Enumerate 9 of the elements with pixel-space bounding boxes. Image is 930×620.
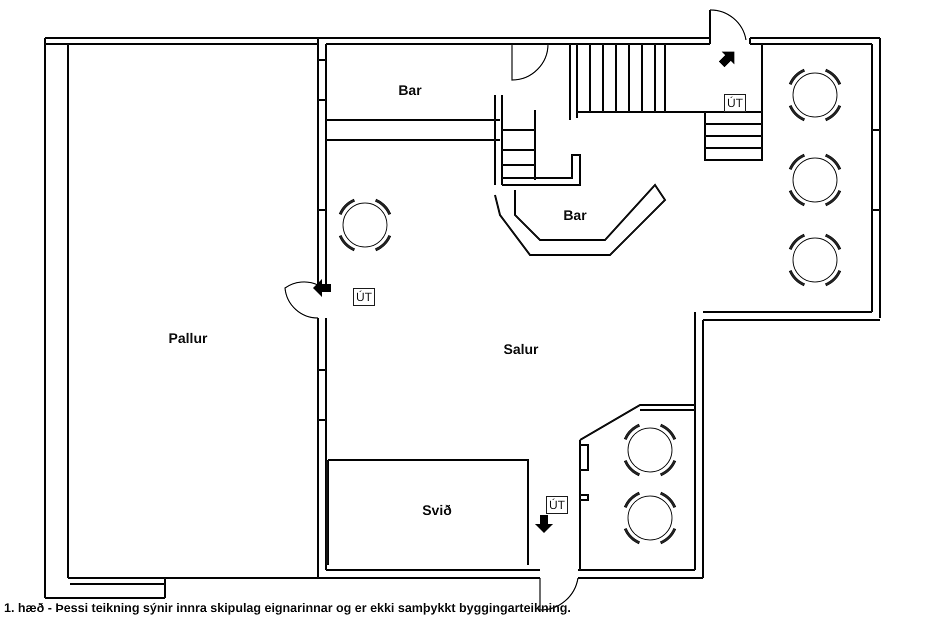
caption: 1. hæð - Þessi teikning sýnir innra skipulag eignarinnar og er ekki samþykkt byggingarteikning.	[4, 601, 571, 615]
room-label: Svið	[422, 502, 452, 518]
room-label: Salur	[504, 341, 538, 357]
room-label: Bar	[563, 207, 587, 223]
room-label: Pallur	[168, 330, 208, 346]
room-label: Bar	[398, 82, 422, 98]
exit-sign: ÚT	[724, 94, 746, 112]
exit-sign: ÚT	[353, 288, 375, 306]
exit-sign: ÚT	[546, 496, 568, 514]
